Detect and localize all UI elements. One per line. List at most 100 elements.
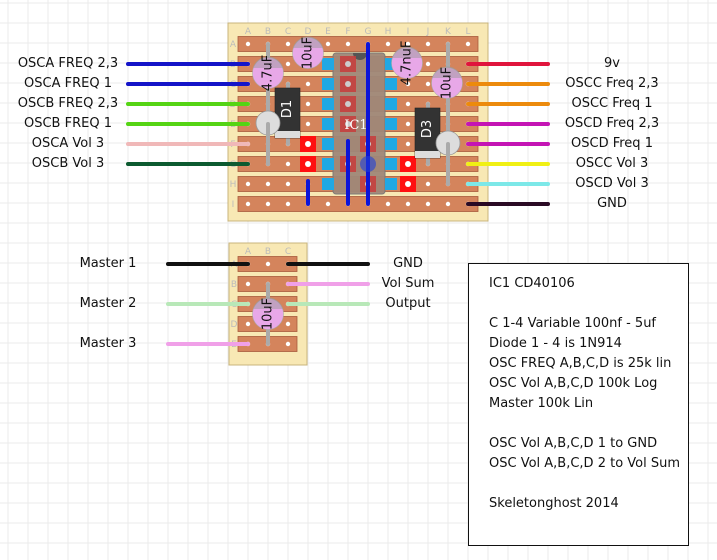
master-row-label: D — [231, 320, 238, 330]
notes-line: OSC Vol A,B,C,D 2 to Vol Sum — [489, 456, 681, 471]
strip-hole — [405, 121, 411, 127]
diode-band — [275, 131, 300, 138]
wire-label-left: OSCA FREQ 2,3 — [17, 56, 119, 71]
column-label: B — [265, 27, 271, 37]
ic-pin-right — [385, 158, 397, 170]
strip-hole — [425, 41, 431, 47]
ic-pad-hole — [345, 81, 351, 87]
column-label: H — [385, 27, 392, 37]
master-strip-hole — [245, 321, 251, 327]
notes-line: Skeletonghost 2014 — [489, 496, 619, 511]
column-label: C — [285, 27, 291, 37]
strip-hole — [385, 41, 391, 47]
strip-hole — [245, 41, 251, 47]
master-capacitor: 10uF — [252, 297, 284, 330]
notes-line: OSC Vol A,B,C,D 100k Log — [489, 376, 658, 391]
ic-pin-left — [322, 138, 334, 150]
wire-label-left: OSCB FREQ 2,3 — [17, 96, 119, 111]
ic-pin-left — [322, 78, 334, 90]
copper-strip — [237, 196, 479, 212]
column-label: J — [426, 27, 430, 37]
capacitor-stripe — [432, 66, 462, 78]
master-wire-label-right: GND — [393, 256, 423, 271]
strip-hole — [245, 201, 251, 207]
ic-label: IC1 — [344, 118, 367, 133]
strip-hole — [405, 141, 411, 147]
strip-hole — [305, 121, 311, 127]
master-strip-hole — [285, 341, 291, 347]
column-label: D — [305, 27, 312, 37]
ic-pin-left — [322, 118, 334, 130]
strip-hole — [325, 41, 331, 47]
strip-hole — [465, 41, 471, 47]
strip-hole — [285, 61, 291, 67]
strip-hole — [305, 101, 311, 107]
master-wire-label-right: Output — [385, 296, 431, 311]
ic-pad-hole — [345, 121, 351, 127]
notes-line: C 1-4 Variable 100nf - 5uf — [489, 316, 657, 331]
strip-hole — [425, 81, 431, 87]
strip-hole — [425, 61, 431, 67]
copper-strip — [237, 36, 479, 52]
notes-line: IC1 CD40106 — [489, 276, 575, 291]
ic-pin-left — [322, 178, 334, 190]
capacitor-c3: 4.7nuF — [391, 41, 423, 86]
strip-hole — [325, 201, 331, 207]
ic-pad-hole — [345, 61, 351, 67]
diode-d1: D1 — [274, 87, 301, 139]
master-wire-label-left: Master 2 — [79, 296, 137, 311]
ic-pin-left — [322, 58, 334, 70]
track-cut-hole — [405, 181, 411, 187]
capacitor-label: 4.7uF — [261, 55, 276, 91]
diode-band — [415, 151, 440, 158]
strip-hole — [345, 41, 351, 47]
strip-hole — [425, 181, 431, 187]
track-cut-hole — [305, 141, 311, 147]
capacitor-label: 10uF — [440, 67, 455, 99]
wire-label-left: OSCB Vol 3 — [31, 156, 105, 171]
ic-pad-hole — [345, 101, 351, 107]
notes-line: Diode 1 - 4 is 1N914 — [489, 336, 622, 351]
ic-pin-right — [385, 138, 397, 150]
capacitor-label: 4.7nuF — [400, 41, 415, 86]
capacitor-stripe — [253, 56, 283, 68]
diode-d3: D3 — [414, 107, 441, 159]
strip-hole — [405, 201, 411, 207]
wire-label-right: OSCD Vol 3 — [575, 176, 649, 191]
capacitor-stripe — [293, 36, 323, 48]
diode-label: D1 — [280, 100, 295, 118]
ic-pin-left — [322, 98, 334, 110]
notes-line: Master 100k Lin — [489, 396, 594, 411]
wire-label-right: OSCC Vol 3 — [575, 156, 649, 171]
strip-hole — [285, 161, 291, 167]
column-label: K — [445, 27, 452, 37]
row-label: A — [230, 40, 237, 50]
wire-label-right: OSCD Freq 1 — [571, 136, 653, 151]
column-label: A — [245, 27, 252, 37]
capacitor-c2: 10uF — [292, 36, 324, 69]
master-column-label: A — [245, 247, 252, 257]
row-label: I — [232, 200, 235, 210]
strip-hole — [445, 201, 451, 207]
capacitor-label: 10uF — [261, 298, 276, 330]
ic-pin-left — [322, 158, 334, 170]
strip-hole — [285, 201, 291, 207]
master-column-label: B — [265, 247, 271, 257]
notes-line — [489, 474, 688, 494]
ic-pin-right — [385, 98, 397, 110]
track-cut-hole — [305, 161, 311, 167]
master-strip-hole — [245, 281, 251, 287]
master-strip-hole — [265, 261, 271, 267]
master-strip-hole — [285, 321, 291, 327]
column-label: G — [365, 27, 372, 37]
capacitor-stripe — [392, 46, 422, 58]
strip-hole — [405, 101, 411, 107]
capacitor-c1: 4.7uF — [252, 55, 284, 91]
capacitor-c4: 10uF — [431, 66, 463, 99]
wire-label-left: OSCA FREQ 1 — [24, 76, 112, 91]
strip-hole — [245, 181, 251, 187]
strip-hole — [405, 41, 411, 47]
strip-hole — [425, 201, 431, 207]
